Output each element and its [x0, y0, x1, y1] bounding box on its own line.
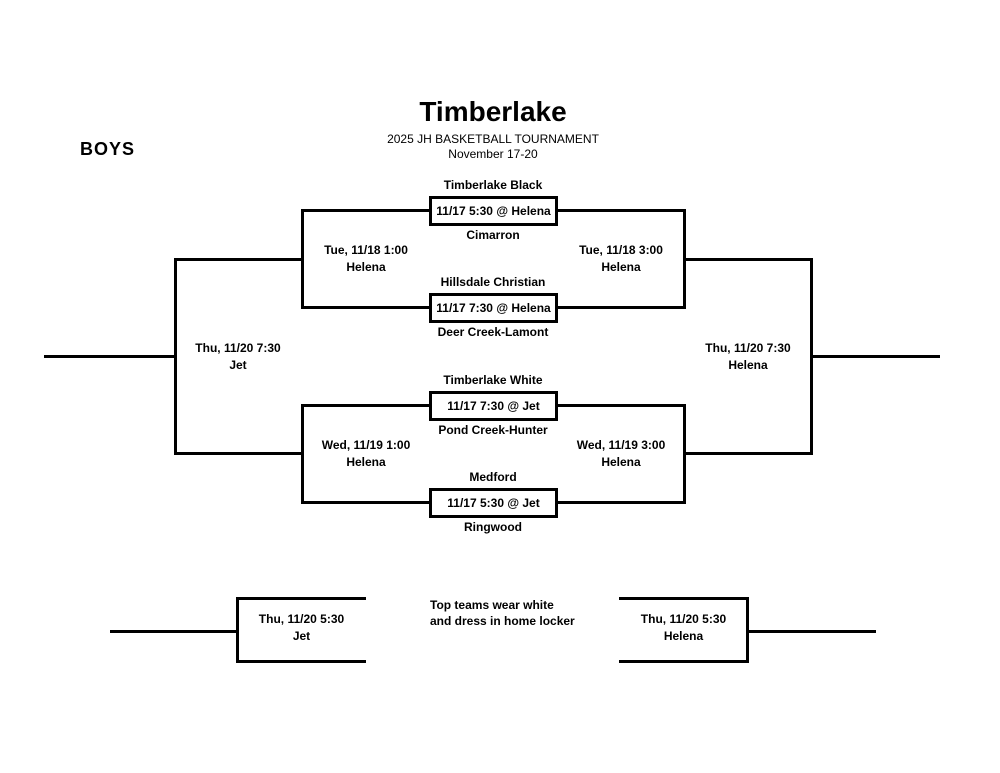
game3-right-connector-line	[558, 404, 686, 407]
round-label-thu-bottom-right-datetime: Thu, 11/20 5:30	[640, 612, 727, 626]
game4-right-connector-line	[558, 501, 686, 504]
game2-bottom-team: Deer Creek-Lamont	[437, 325, 549, 339]
uniform-note-line2: and dress in home locker	[430, 614, 575, 628]
round-label-wed-right-location: Helena	[601, 455, 641, 469]
round-label-thu-left-datetime: Thu, 11/20 7:30	[195, 341, 281, 355]
game1-schedule-box: 11/17 5:30 @ Helena	[429, 196, 558, 226]
game2-left-connector-line	[301, 306, 429, 309]
round-label-thu-bottom-left-location: Jet	[292, 629, 311, 643]
round-label-tue-left: Tue, 11/18 1:00 Helena	[301, 242, 431, 276]
round-label-thu-left: Thu, 11/20 7:30 Jet	[173, 340, 303, 374]
game1-left-connector-line	[301, 209, 429, 212]
left-final-advance-line	[44, 355, 177, 358]
round-label-tue-right-datetime: Tue, 11/18 3:00	[579, 243, 663, 257]
round-label-tue-right: Tue, 11/18 3:00 Helena	[556, 242, 686, 276]
left-bottom-advance-line	[174, 452, 304, 455]
game1-right-connector-line	[558, 209, 686, 212]
game3-top-team: Timberlake White	[443, 373, 543, 387]
right-top-advance-line	[683, 258, 813, 261]
round-label-tue-left-datetime: Tue, 11/18 1:00	[324, 243, 408, 257]
bottom-right-advance-line	[746, 630, 876, 633]
right-bottom-advance-line	[683, 452, 813, 455]
right-final-advance-line	[810, 355, 940, 358]
round-label-thu-bottom-right-location: Helena	[663, 629, 704, 643]
round-label-tue-left-location: Helena	[346, 260, 386, 274]
game2-top-team: Hillsdale Christian	[440, 275, 546, 289]
round-label-wed-right-datetime: Wed, 11/19 3:00	[576, 438, 666, 452]
page-subtitle: 2025 JH BASKETBALL TOURNAMENT	[387, 132, 599, 146]
bottom-right-bottom-line	[619, 660, 749, 663]
bottom-right-top-line	[619, 597, 749, 600]
game1-top-team: Timberlake Black	[443, 178, 543, 192]
game2-schedule-box: 11/17 7:30 @ Helena	[429, 293, 558, 323]
bottom-left-advance-line	[110, 630, 239, 633]
round-label-thu-bottom-right: Thu, 11/20 5:30 Helena	[621, 611, 746, 645]
round-label-wed-left-datetime: Wed, 11/19 1:00	[321, 438, 411, 452]
round-label-thu-bottom-left-datetime: Thu, 11/20 5:30	[258, 612, 345, 626]
page-title: Timberlake	[419, 96, 567, 127]
game4-bottom-team: Ringwood	[464, 520, 522, 534]
division-label: BOYS	[80, 139, 136, 159]
game4-schedule-box: 11/17 5:30 @ Jet	[429, 488, 558, 518]
game3-bottom-team: Pond Creek-Hunter	[438, 423, 548, 437]
bottom-left-join-line	[236, 597, 239, 663]
game4-left-connector-line	[301, 501, 429, 504]
round-label-thu-left-location: Jet	[229, 358, 247, 372]
game2-right-connector-line	[558, 306, 686, 309]
game1-bottom-team: Cimarron	[466, 228, 520, 242]
round-label-thu-bottom-left: Thu, 11/20 5:30 Jet	[239, 611, 364, 645]
round-label-wed-right: Wed, 11/19 3:00 Helena	[556, 437, 686, 471]
game3-left-connector-line	[301, 404, 429, 407]
bottom-left-top-line	[236, 597, 366, 600]
game3-schedule-box: 11/17 7:30 @ Jet	[429, 391, 558, 421]
left-top-advance-line	[174, 258, 304, 261]
game4-top-team: Medford	[469, 470, 517, 484]
round-label-wed-left-location: Helena	[346, 455, 386, 469]
round-label-tue-right-location: Helena	[601, 260, 641, 274]
bottom-left-bottom-line	[236, 660, 366, 663]
page-dates: November 17-20	[448, 147, 538, 161]
uniform-note: Top teams wear white and dress in home l…	[430, 597, 575, 629]
round-label-thu-right: Thu, 11/20 7:30 Helena	[683, 340, 813, 374]
round-label-thu-right-datetime: Thu, 11/20 7:30	[705, 341, 791, 355]
round-label-wed-left: Wed, 11/19 1:00 Helena	[301, 437, 431, 471]
round-label-thu-right-location: Helena	[728, 358, 768, 372]
uniform-note-line1: Top teams wear white	[430, 598, 554, 612]
